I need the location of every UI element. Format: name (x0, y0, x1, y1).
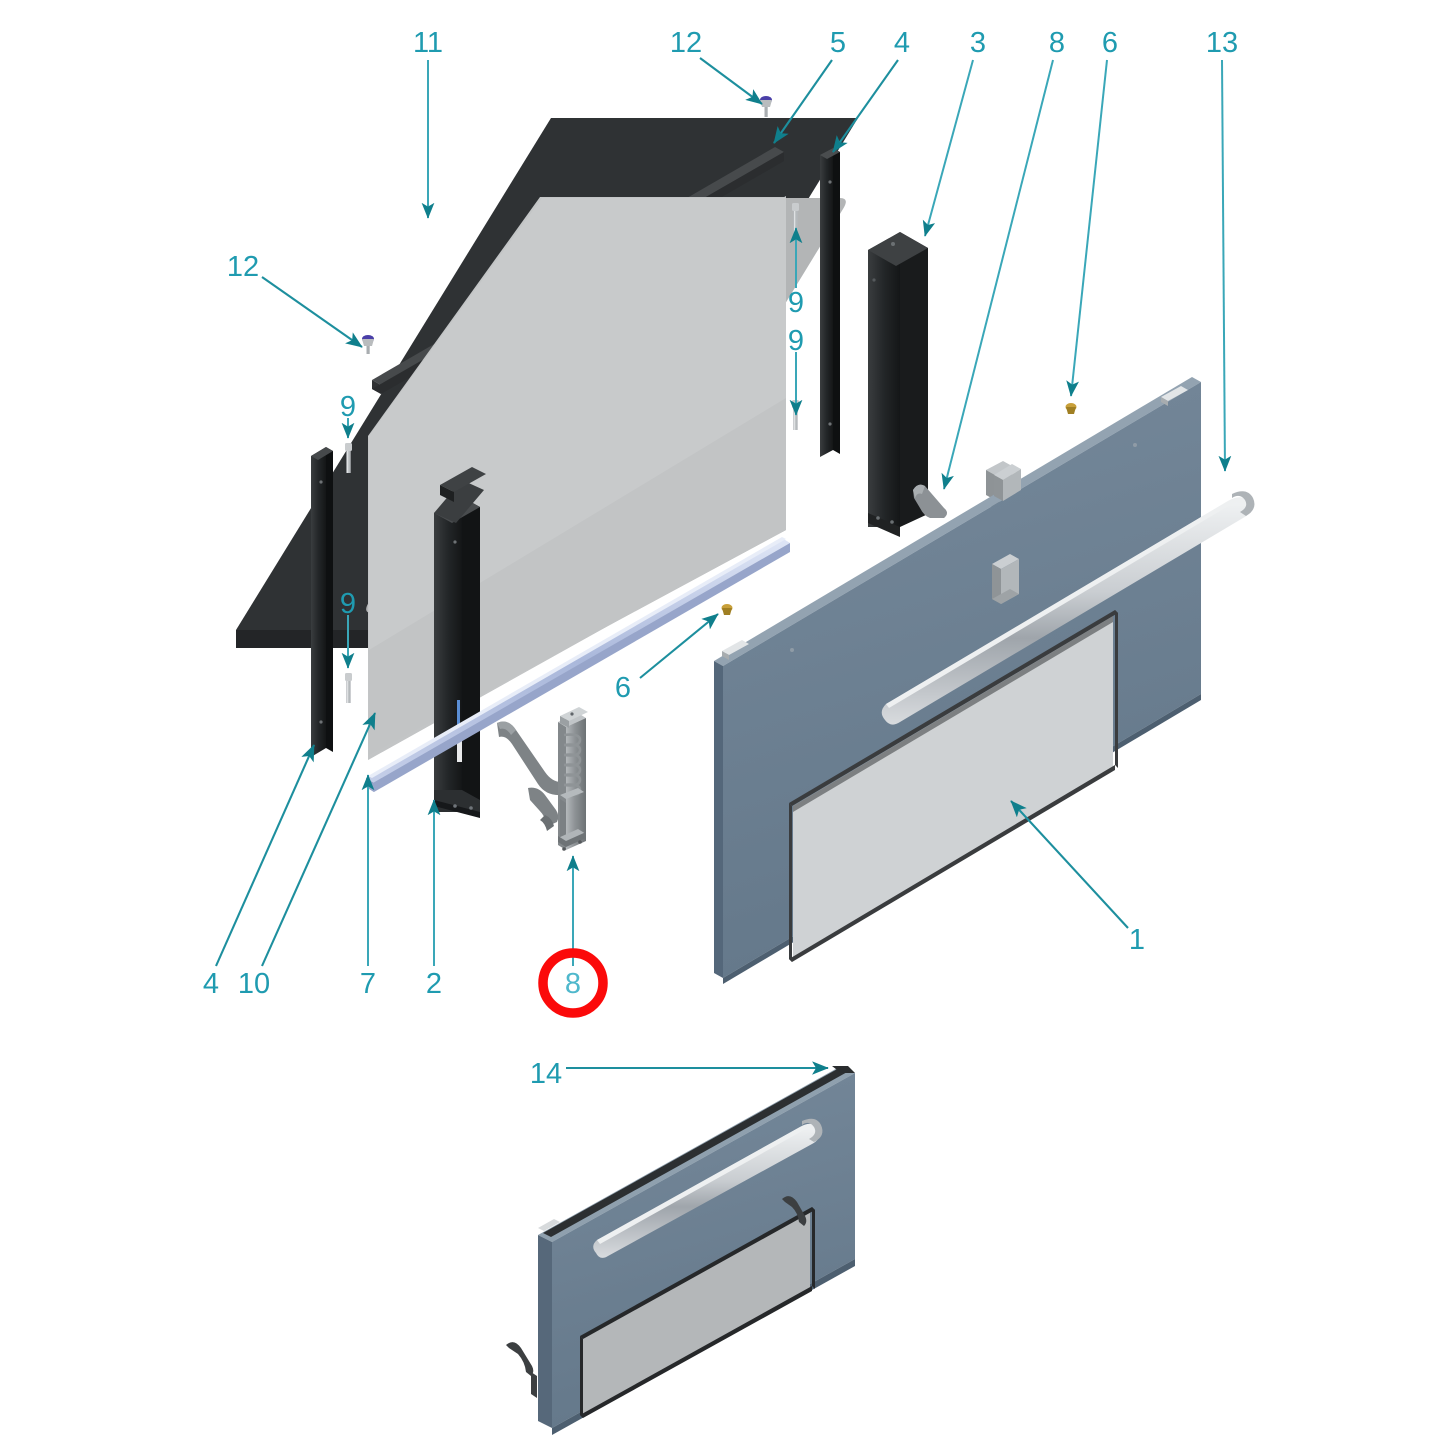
callout-label-2: 2 (426, 968, 442, 1000)
callout-label-12-left: 12 (227, 251, 259, 283)
part-brass-screw-upper (1065, 403, 1077, 414)
part-glass-retaining-screw-on-panel (362, 335, 374, 354)
handle-mount-lower (992, 554, 1019, 604)
part-fixing-screw-left-a (345, 443, 352, 473)
callout-label-14: 14 (530, 1058, 562, 1090)
callout-label-9-a: 9 (340, 391, 356, 423)
part-complete-door-assembly (506, 1066, 855, 1435)
callout-label-6-middle: 6 (615, 672, 631, 704)
part-side-trim-strip-left (311, 447, 333, 757)
callout-label-3: 3 (970, 27, 986, 59)
callout-label-9-b: 9 (788, 287, 804, 319)
callout-label-12-top: 12 (670, 27, 702, 59)
callout-label-7: 7 (360, 968, 376, 1000)
callout-label-8-top: 8 (1049, 27, 1065, 59)
part-door-hinge-assembly (497, 707, 588, 851)
callout-label-11: 11 (413, 27, 443, 59)
callout-label-5: 5 (830, 27, 846, 59)
part-fixing-screw-center-a (792, 203, 799, 233)
highlight-ring-part-8 (538, 948, 608, 1018)
callout-label-6-top: 6 (1102, 27, 1118, 59)
callout-label-13: 13 (1206, 27, 1238, 59)
part-glass-retaining-screw-top (760, 96, 772, 117)
part-door-outer-panel (714, 377, 1255, 984)
part-side-trim-strip-right (820, 148, 840, 457)
callout-label-4-top: 4 (894, 27, 910, 59)
callout-label-1: 1 (1129, 924, 1145, 956)
part-fixing-screw-left-b (345, 673, 352, 703)
callout-label-4-bottom: 4 (203, 968, 219, 1000)
callout-labels: 11 12 5 4 3 8 6 13 12 9 9 9 9 6 1 4 10 7… (203, 27, 1238, 1090)
part-center-support-bracket (434, 467, 486, 818)
callout-label-8-highlighted: 8 (565, 968, 581, 1000)
part-side-bracket-channel (868, 232, 947, 537)
callout-label-10: 10 (238, 968, 270, 1000)
handle-mount-upper (994, 464, 1021, 501)
part-door-handle-bar (881, 491, 1255, 725)
callout-label-9-d: 9 (340, 588, 356, 620)
part-brass-screw-middle (721, 604, 733, 615)
callout-label-9-c: 9 (788, 325, 804, 357)
leader-lines (215, 57, 1232, 1075)
